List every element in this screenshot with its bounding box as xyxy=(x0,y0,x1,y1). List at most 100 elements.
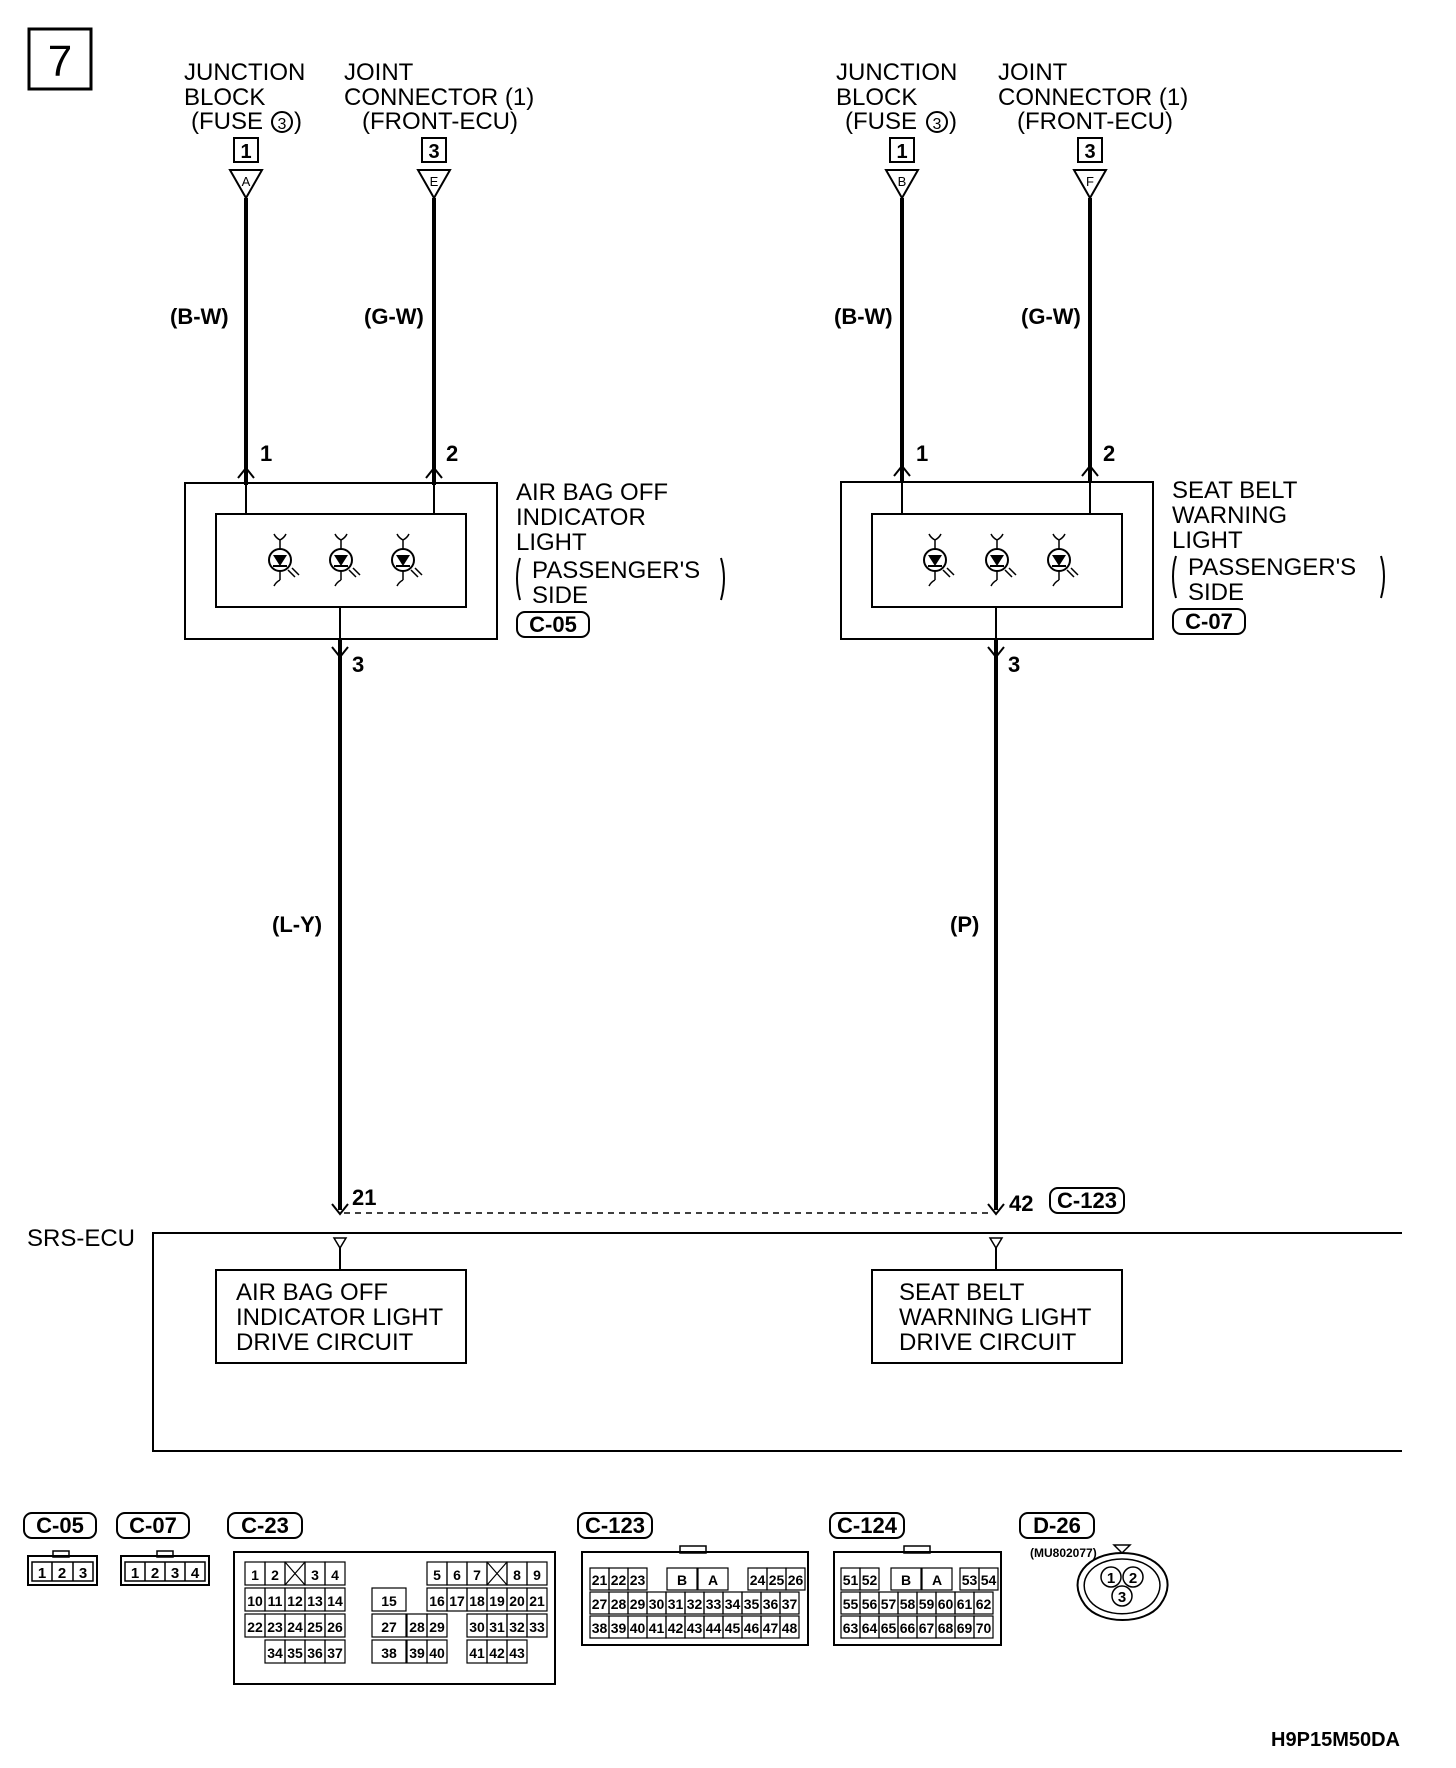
c123-pin-41: 41 xyxy=(649,1620,665,1636)
left-feed-b-triangle xyxy=(416,169,452,201)
c124-pin-69: 69 xyxy=(957,1620,973,1636)
c123-pin-b: B xyxy=(677,1572,687,1588)
right-pin-in-2: 2 xyxy=(1103,441,1115,466)
c124-pin-53: 53 xyxy=(962,1572,978,1588)
figure-code: H9P15M50DA xyxy=(1271,1729,1400,1751)
c23-pin-5: 5 xyxy=(433,1567,441,1583)
right-wire-out-color: (P) xyxy=(950,912,979,937)
ecu-connector-id: C-123 xyxy=(1057,1188,1117,1213)
c23-pin-28: 28 xyxy=(409,1619,425,1635)
c123-pin-31: 31 xyxy=(668,1596,684,1612)
c23-pin-18: 18 xyxy=(469,1593,485,1609)
left-circuit: JUNCTION BLOCK (FUSE 3 ) 1 A JOINT CONNE… xyxy=(170,59,725,1216)
c124-connector xyxy=(833,1551,1002,1646)
right-feed-a-triangle xyxy=(884,169,920,201)
right-circuit-1: SEAT BELT xyxy=(899,1279,1025,1306)
c123-pin-36: 36 xyxy=(763,1596,779,1612)
c23-pin-3: 3 xyxy=(311,1567,319,1583)
right-side-2: SIDE xyxy=(1188,579,1244,606)
c23-pin-7: 7 xyxy=(473,1567,481,1583)
c23-pin-34: 34 xyxy=(267,1645,283,1661)
right-feed-a-pin-box xyxy=(889,137,915,163)
left-led-1 xyxy=(268,533,300,587)
c123-title: C-123 xyxy=(585,1513,645,1538)
d26-part-number: (MU802077) xyxy=(1030,1546,1097,1560)
c05-title: C-05 xyxy=(36,1513,84,1538)
left-feed-a-tag: A xyxy=(242,174,251,189)
c23-pin-25: 25 xyxy=(307,1619,323,1635)
c05-pin-1: 1 xyxy=(38,1565,46,1582)
left-circuit-1: AIR BAG OFF xyxy=(236,1279,388,1306)
c123-pin-45: 45 xyxy=(725,1620,741,1636)
left-component-name-3: LIGHT xyxy=(516,529,587,556)
left-feed-b-title-2: CONNECTOR (1) xyxy=(344,84,534,111)
d26-pin-1: 1 xyxy=(1107,1570,1115,1587)
c23-pin-38: 38 xyxy=(381,1645,397,1661)
c123-pin-48: 48 xyxy=(782,1620,798,1636)
c23-pin-x xyxy=(486,1561,508,1586)
c23-pin-6: 6 xyxy=(453,1567,461,1583)
right-side-1: PASSENGER'S xyxy=(1188,554,1356,581)
right-connector-badge xyxy=(1172,608,1246,635)
c23-pin-20: 20 xyxy=(509,1593,525,1609)
left-connector-badge xyxy=(516,611,590,638)
right-pin-out: 3 xyxy=(1008,652,1020,677)
right-component-name-1: SEAT BELT xyxy=(1172,477,1298,504)
c23-pin-39: 39 xyxy=(409,1645,425,1661)
c123-pin-21: 21 xyxy=(592,1572,608,1588)
right-fuse-circle xyxy=(926,111,948,133)
c123-pin-28: 28 xyxy=(611,1596,627,1612)
right-ecu-pin: 42 xyxy=(1009,1191,1033,1216)
left-circuit-3: DRIVE CIRCUIT xyxy=(236,1329,414,1356)
right-feed-a-title-1: JUNCTION xyxy=(836,59,957,86)
c23-pin-15: 15 xyxy=(381,1593,397,1609)
c23-connector xyxy=(233,1551,556,1685)
c123-pin-25: 25 xyxy=(769,1572,785,1588)
c123-pin-a: A xyxy=(708,1572,718,1588)
c23-pin-13: 13 xyxy=(307,1593,323,1609)
left-drive-circuit-box xyxy=(215,1269,467,1364)
c123-pin-30: 30 xyxy=(649,1596,665,1612)
c124-pin-61: 61 xyxy=(957,1596,973,1612)
d26-pin-2: 2 xyxy=(1129,1570,1137,1587)
c124-pin-51: 51 xyxy=(843,1572,859,1588)
c23-pin-22: 22 xyxy=(247,1619,263,1635)
c124-title: C-124 xyxy=(837,1513,898,1538)
left-feed-b-title-1: JOINT xyxy=(344,59,414,86)
right-fuse-close: ) xyxy=(949,108,957,135)
c23-pin-14: 14 xyxy=(327,1593,343,1609)
right-feed-b-tag: F xyxy=(1086,174,1094,189)
c123-pin-47: 47 xyxy=(763,1620,779,1636)
c123-pin-46: 46 xyxy=(744,1620,760,1636)
c124-pin-64: 64 xyxy=(862,1620,878,1636)
c23-pin-21: 21 xyxy=(529,1593,545,1609)
left-fuse-circle xyxy=(271,111,293,133)
left-circuit-2: INDICATOR LIGHT xyxy=(236,1304,443,1331)
left-feed-a-title-3: (FUSE xyxy=(191,108,263,135)
c05-connector: 1 2 3 xyxy=(27,1550,98,1586)
left-connector-id: C-05 xyxy=(529,612,577,637)
right-feed-b-title-1: JOINT xyxy=(998,59,1068,86)
c23-pin-2: 2 xyxy=(271,1567,279,1583)
c23-pin-x xyxy=(284,1561,306,1586)
c23-pin-12: 12 xyxy=(287,1593,303,1609)
left-feed-b-pin: 3 xyxy=(428,141,439,163)
c123-pin-35: 35 xyxy=(744,1596,760,1612)
c07-pin-3: 3 xyxy=(171,1565,179,1582)
c23-pin-4: 4 xyxy=(331,1567,339,1583)
right-wire-a-color: (B-W) xyxy=(834,304,893,329)
c124-pin-60: 60 xyxy=(938,1596,954,1612)
right-led-1 xyxy=(923,533,955,587)
c123-pin-27: 27 xyxy=(592,1596,608,1612)
c23-pin-33: 33 xyxy=(529,1619,545,1635)
left-wire-a-color: (B-W) xyxy=(170,304,229,329)
page-number-box xyxy=(27,27,93,91)
c123-pin-42: 42 xyxy=(668,1620,684,1636)
right-feed-b-pin: 3 xyxy=(1084,141,1095,163)
left-feed-b-title-3: (FRONT-ECU) xyxy=(362,108,518,135)
left-component-name-2: INDICATOR xyxy=(516,504,646,531)
c123-pin-26: 26 xyxy=(788,1572,804,1588)
c23-pin-19: 19 xyxy=(489,1593,505,1609)
c124-pin-a: A xyxy=(932,1572,942,1588)
